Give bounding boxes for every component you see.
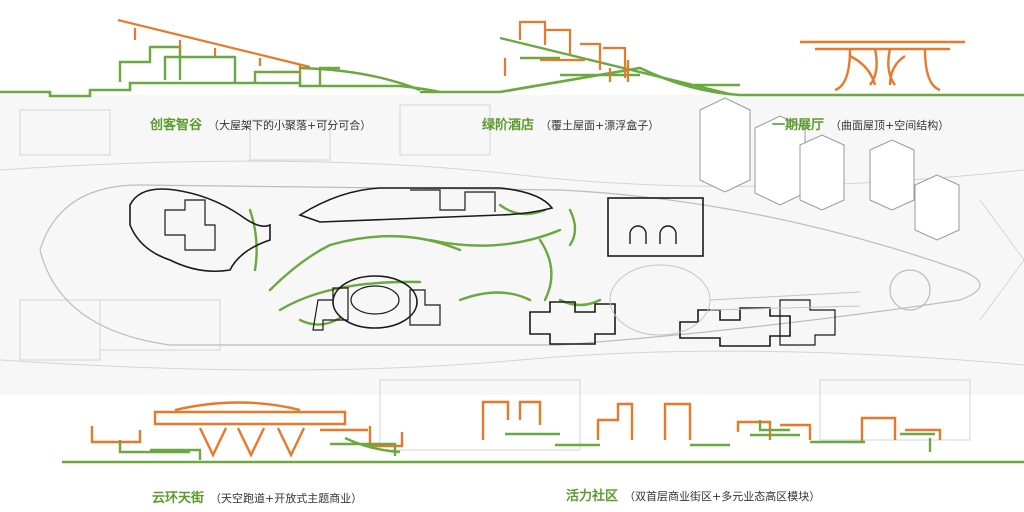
caption-title: 活力社区 — [566, 489, 619, 504]
caption-title: 绿阶酒店 — [482, 118, 535, 133]
caption-title: 创客智谷 — [150, 118, 203, 133]
caption-subtitle: （大屋架下的小聚落+可分可合） — [208, 119, 372, 132]
section-yunhuan — [62, 401, 1024, 464]
section-lvjie — [420, 20, 1024, 97]
caption-subtitle: （曲面屋顶+空间结构） — [830, 119, 950, 132]
caption-subtitle: （覆土屋面+漂浮盒子） — [540, 119, 660, 132]
section-huoli — [481, 400, 942, 452]
section-zhanting — [800, 40, 965, 92]
site-boundary — [39, 184, 981, 346]
caption-yunhuan: 云环天街 （天空跑道+开放式主题商业） — [152, 487, 362, 506]
caption-subtitle: （双首层商业街区+多元业态高区模块） — [624, 490, 821, 503]
context-towers — [699, 97, 960, 241]
caption-title: 一期展厅 — [772, 118, 825, 133]
caption-chuangke: 创客智谷 （大屋架下的小聚落+可分可合） — [150, 114, 371, 133]
central-plaza — [609, 264, 861, 336]
caption-huoli: 活力社区 （双首层商业街区+多元业态高区模块） — [566, 485, 820, 504]
building-massing — [129, 187, 836, 347]
caption-zhanting: 一期展厅 （曲面屋顶+空间结构） — [772, 114, 949, 133]
section-chuangke — [0, 18, 441, 98]
city-context — [0, 95, 1024, 451]
caption-subtitle: （天空跑道+开放式主题商业） — [210, 492, 363, 505]
caption-lvjie: 绿阶酒店 （覆土屋面+漂浮盒子） — [482, 114, 659, 133]
caption-title: 云环天街 — [152, 491, 205, 506]
